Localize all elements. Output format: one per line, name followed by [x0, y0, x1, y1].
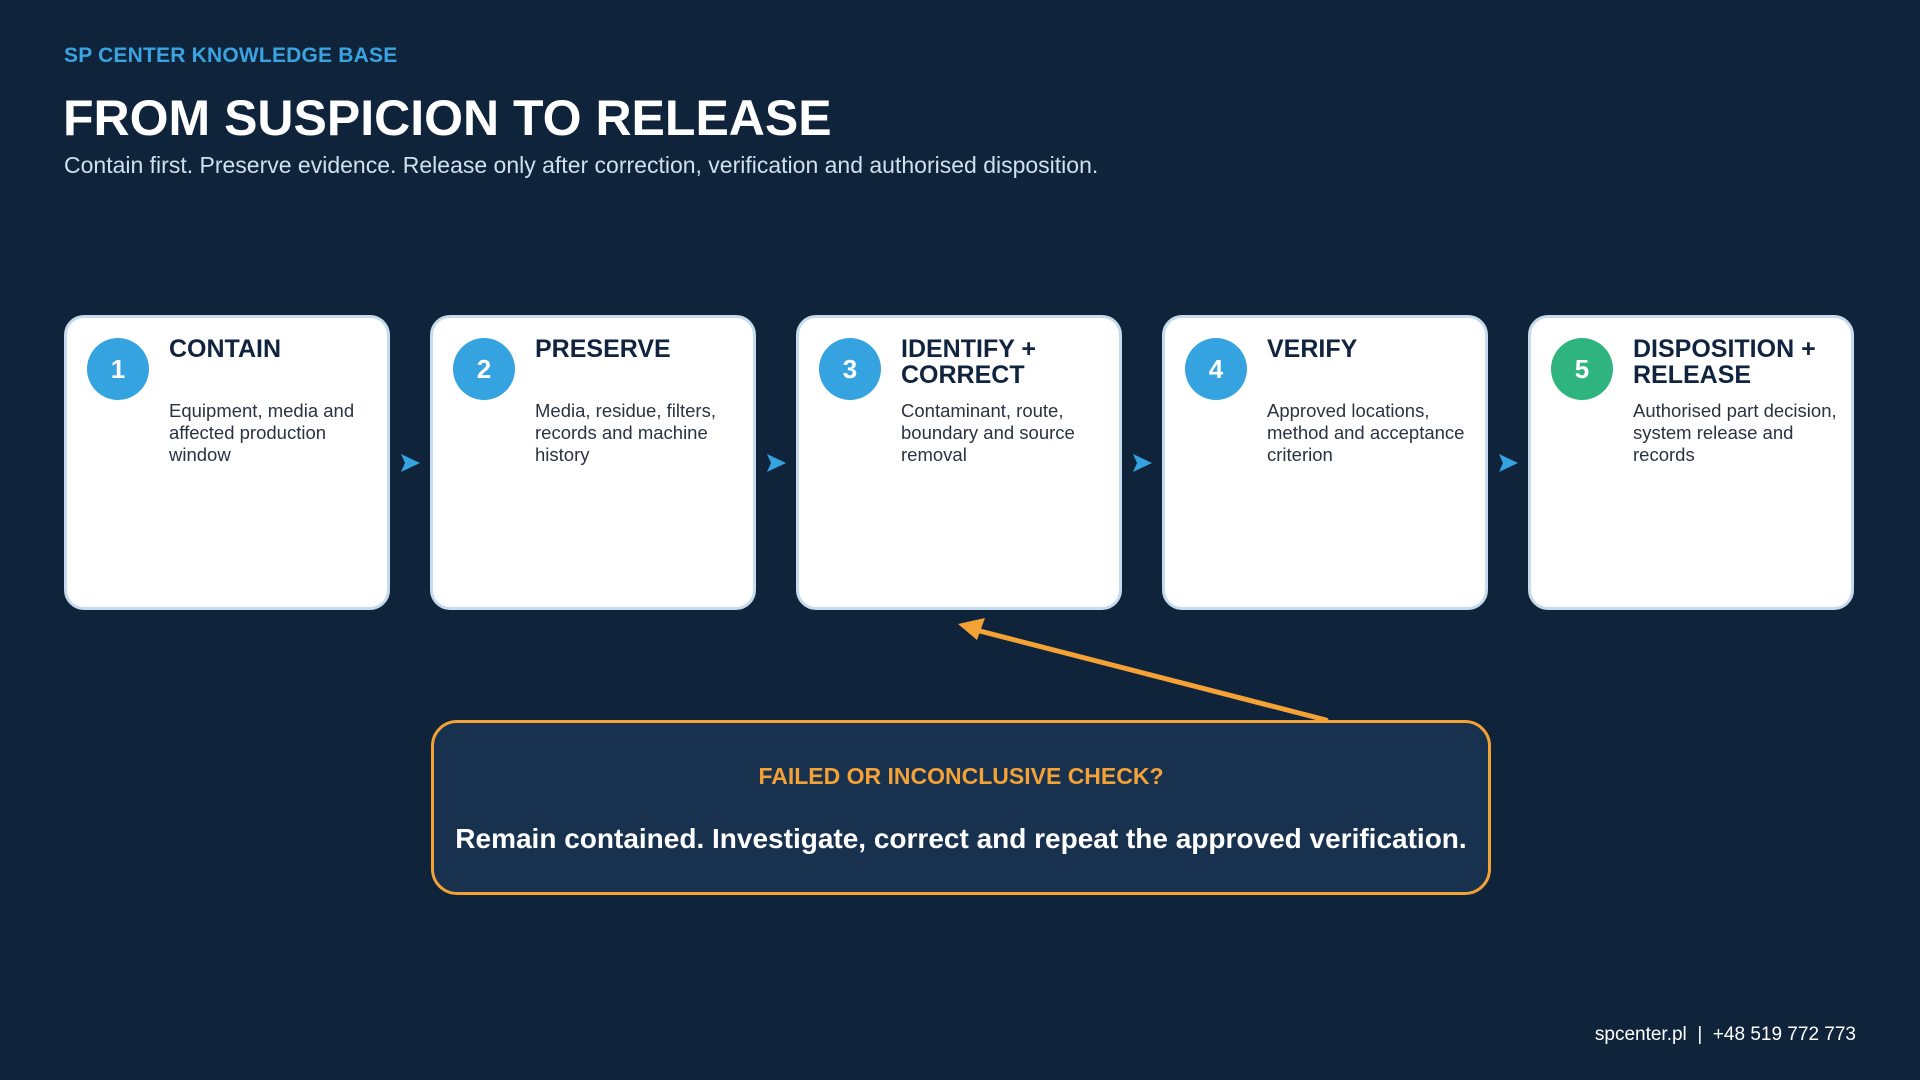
callout-heading: FAILED OR INCONCLUSIVE CHECK?: [758, 763, 1164, 789]
step-card-verify: 4 VERIFY Approved locations, method and …: [1162, 315, 1488, 610]
step-card-preserve: 2 PRESERVE Media, residue, filters, reco…: [430, 315, 756, 610]
step-title: CONTAIN: [169, 335, 282, 363]
page-subtitle: Contain first. Preserve evidence. Releas…: [64, 152, 1099, 178]
step-description: Contaminant, route, boundary and source …: [901, 400, 1075, 465]
step-card-identify-correct: 3 IDENTIFY + CORRECT Contaminant, route,…: [796, 315, 1122, 610]
step-description: Authorised part decision, system release…: [1633, 400, 1837, 465]
flow-arrow-icon: [1133, 454, 1152, 472]
step-number-badge: 4: [1185, 338, 1247, 400]
step-title: IDENTIFY + CORRECT: [901, 335, 1036, 389]
step-number-badge: 5: [1551, 338, 1613, 400]
failed-check-callout: FAILED OR INCONCLUSIVE CHECK? Remain con…: [431, 720, 1491, 895]
step-title: PRESERVE: [535, 335, 671, 363]
kicker-label: SP CENTER KNOWLEDGE BASE: [64, 44, 398, 67]
step-title: DISPOSITION + RELEASE: [1633, 335, 1816, 389]
step-description: Equipment, media and affected production…: [169, 400, 355, 465]
step-number-badge: 3: [819, 338, 881, 400]
step-card-disposition-release: 5 DISPOSITION + RELEASE Authorised part …: [1528, 315, 1854, 610]
flow-arrow-icon: [1499, 454, 1518, 472]
step-description: Approved locations, method and acceptanc…: [1267, 400, 1465, 465]
footer-contact: spcenter.pl | +48 519 772 773: [1594, 1024, 1856, 1045]
step-title: VERIFY: [1267, 335, 1358, 363]
callout-text: Remain contained. Investigate, correct a…: [455, 823, 1467, 854]
flow-arrow-icon: [767, 454, 786, 472]
page-title: FROM SUSPICION TO RELEASE: [63, 90, 832, 146]
flow-arrow-icon: [401, 454, 420, 472]
step-number-badge: 1: [87, 338, 149, 400]
step-card-contain: 1 CONTAIN Equipment, media and affected …: [64, 315, 390, 610]
step-number-badge: 2: [453, 338, 515, 400]
step-description: Media, residue, filters, records and mac…: [535, 400, 716, 465]
